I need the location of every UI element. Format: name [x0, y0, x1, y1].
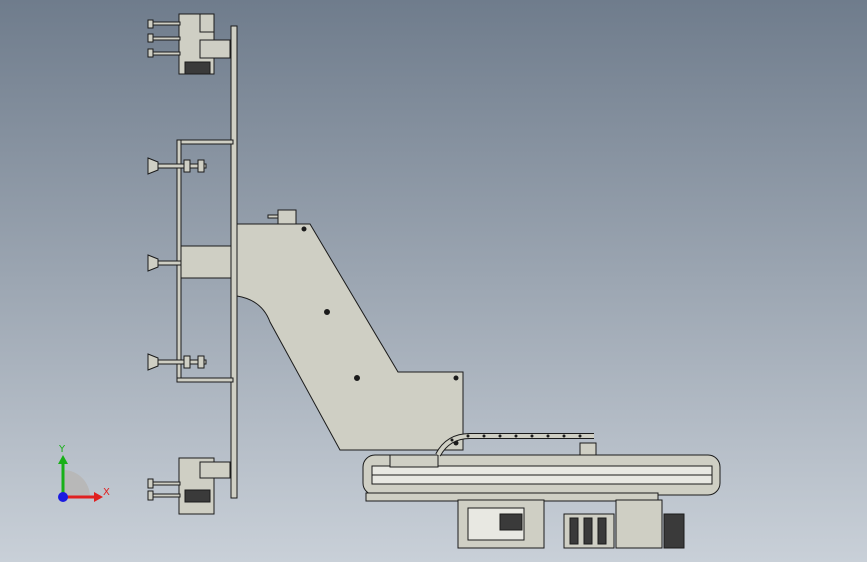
- top-cylinder-cap: [199, 13, 215, 33]
- triad-x-label: X: [103, 487, 110, 498]
- triad-y-arrow: [58, 455, 68, 464]
- sensor-block[interactable]: [277, 209, 297, 225]
- bottom-cylinder-shadow: [184, 489, 211, 503]
- model-assembly[interactable]: [147, 13, 721, 549]
- frame-top-bar[interactable]: [176, 139, 234, 145]
- vertical-plate[interactable]: [230, 25, 238, 499]
- suction-cup-1[interactable]: [147, 157, 207, 175]
- end-motor-block[interactable]: [615, 499, 663, 549]
- bolt-hole: [324, 309, 330, 315]
- top-rod-3: [151, 51, 181, 56]
- carriage-plate[interactable]: [389, 454, 439, 468]
- end-cap: [663, 513, 685, 549]
- bolt-hole: [301, 226, 307, 232]
- bolt-hole: [453, 375, 459, 381]
- bottom-rod-2: [151, 493, 181, 498]
- triad-quadrant: [63, 470, 90, 497]
- triad-y-label: Y: [59, 444, 66, 455]
- top-rod-tip: [147, 33, 154, 43]
- housing-slot: [597, 517, 607, 545]
- drag-chain-bracket: [579, 442, 597, 456]
- main-arm-plate[interactable]: [236, 223, 464, 451]
- top-rod-tip: [147, 19, 154, 29]
- sensor-pin: [267, 214, 279, 219]
- bottom-cylinder-body: [199, 461, 231, 479]
- bolt-hole: [354, 375, 360, 381]
- top-rod-tip: [147, 48, 154, 58]
- top-cylinder-shadow: [184, 61, 211, 75]
- top-cylinder-body: [199, 39, 231, 59]
- bottom-rod-1: [151, 481, 181, 486]
- drag-chain-links: [450, 434, 582, 442]
- top-rod-2: [151, 36, 181, 41]
- housing-slot: [583, 517, 593, 545]
- suction-cup-3[interactable]: [147, 353, 207, 371]
- suction-cup-2[interactable]: [147, 254, 182, 272]
- bottom-rod-tip: [147, 490, 154, 501]
- motor-coupler: [499, 513, 523, 531]
- center-bracket[interactable]: [180, 245, 232, 279]
- triad-x-arrow: [94, 492, 103, 502]
- triad-z-dot: [58, 492, 68, 502]
- frame-bottom-bar[interactable]: [176, 377, 234, 383]
- bottom-rod-tip: [147, 478, 154, 489]
- top-rod-1: [151, 21, 181, 26]
- reference-triad: [58, 455, 103, 502]
- housing-slot: [569, 517, 579, 545]
